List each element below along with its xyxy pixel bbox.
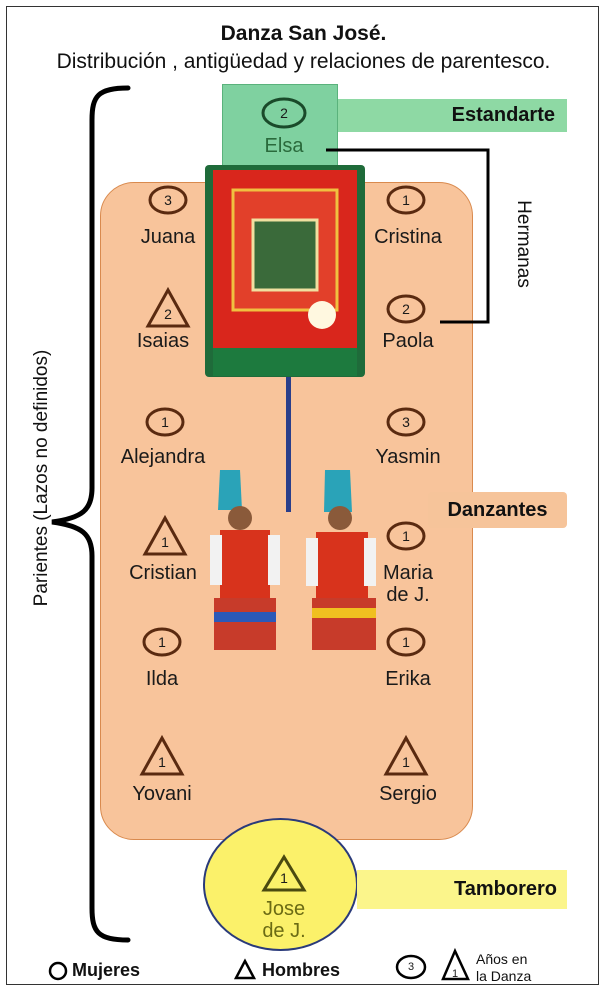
maria-name-line1: Maria — [348, 562, 468, 585]
legend-triangle-icon — [236, 961, 254, 978]
dancer-left-image — [210, 470, 280, 650]
isaias-years: 2 — [150, 302, 186, 326]
jose-name-line2: de J. — [224, 920, 344, 943]
yovani-years: 1 — [144, 750, 180, 774]
legend-mujeres: Mujeres — [72, 960, 140, 981]
alejandra-name: Alejandra — [103, 446, 223, 469]
ilda-name: Ilda — [102, 668, 222, 691]
paola-years: 2 — [388, 297, 424, 321]
legend-circle-icon — [50, 963, 66, 979]
legend-example-circle-number: 3 — [393, 955, 429, 979]
ilda-years: 1 — [144, 630, 180, 654]
paola-name: Paola — [348, 330, 468, 353]
erika-name: Erika — [348, 668, 468, 691]
banner-image — [205, 165, 365, 512]
dancer-right-image — [306, 470, 376, 650]
cristian-name: Cristian — [103, 562, 223, 585]
cristian-years: 1 — [147, 530, 183, 554]
yovani-name: Yovani — [102, 783, 222, 806]
yasmin-years: 3 — [388, 410, 424, 434]
maria-name-line2: de J. — [348, 584, 468, 607]
elsa-name: Elsa — [224, 135, 344, 158]
juana-name: Juana — [108, 226, 228, 249]
juana-years: 3 — [150, 188, 186, 212]
cristina-years: 1 — [388, 188, 424, 212]
cristina-name: Cristina — [348, 226, 468, 249]
maria-years: 1 — [388, 524, 424, 548]
sergio-years: 1 — [388, 750, 424, 774]
yasmin-name: Yasmin — [348, 446, 468, 469]
elsa-years: 2 — [266, 101, 302, 125]
legend-example-triangle-number: 1 — [437, 962, 473, 986]
isaias-name: Isaias — [103, 330, 223, 353]
sergio-name: Sergio — [348, 783, 468, 806]
legend-years-line1: Años en — [476, 951, 527, 968]
erika-years: 1 — [388, 630, 424, 654]
legend-hombres: Hombres — [262, 960, 340, 981]
left-brace — [52, 88, 128, 940]
jose-years: 1 — [266, 866, 302, 890]
alejandra-years: 1 — [147, 410, 183, 434]
jose-name-line1: Jose — [224, 898, 344, 921]
legend-years-line2: la Danza — [476, 968, 531, 985]
